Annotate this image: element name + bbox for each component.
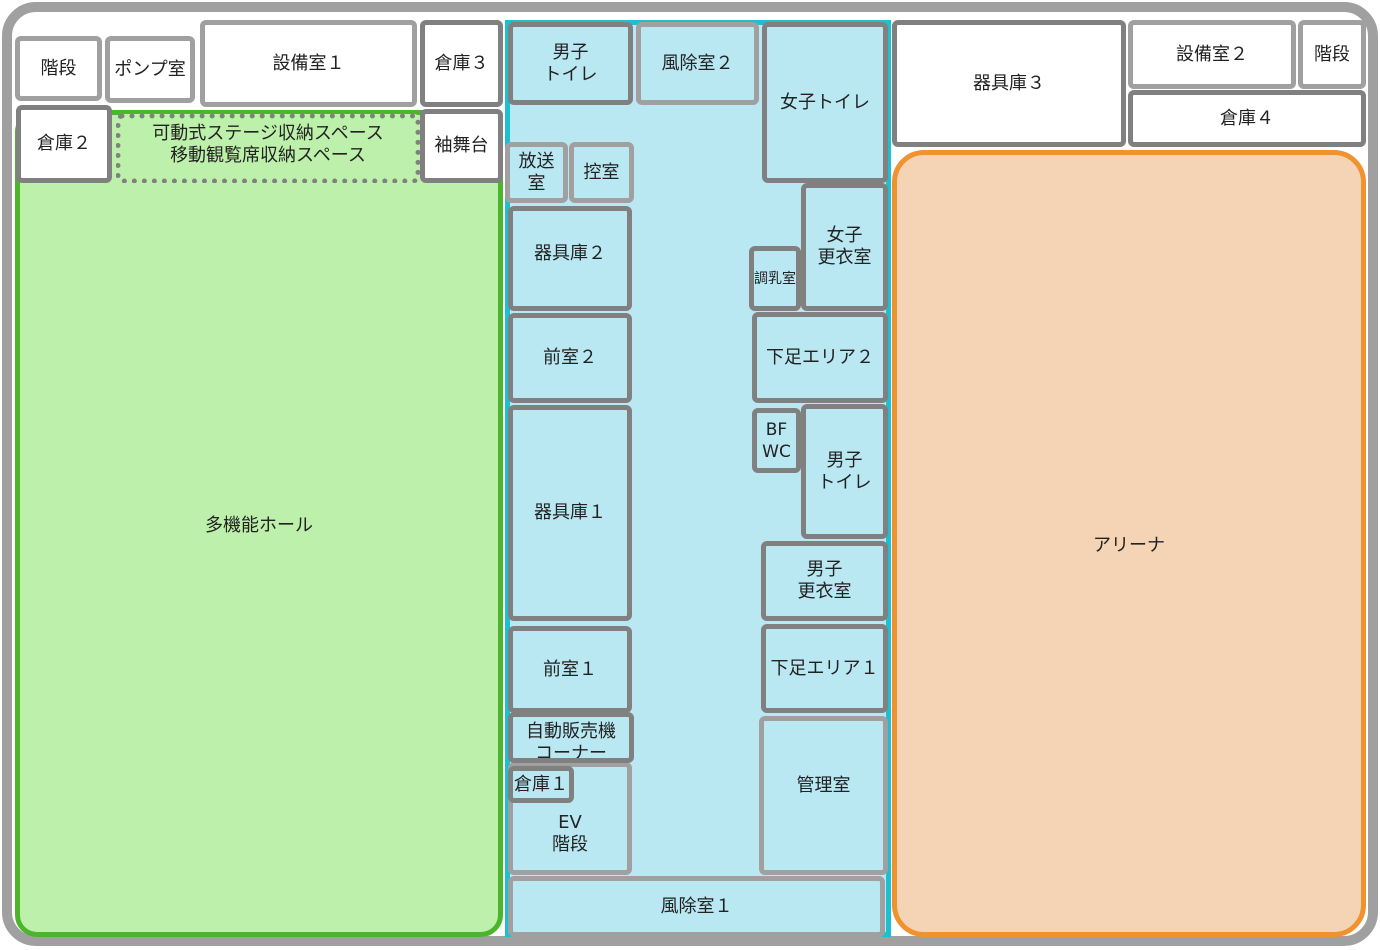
room-pump[interactable]: ポンプ室 xyxy=(105,36,195,103)
room-waiting[interactable]: 控室 xyxy=(569,142,634,203)
room-windbreak-1[interactable]: 風除室１ xyxy=(508,876,885,937)
room-label: 女子トイレ xyxy=(780,91,870,113)
room-equipment-2[interactable]: 設備室２ xyxy=(1128,20,1296,89)
room-mens-locker[interactable]: 男子 更衣室 xyxy=(761,541,888,621)
room-label: 男子 トイレ xyxy=(543,41,598,85)
room-label: 器具庫１ xyxy=(534,502,606,523)
room-label: 可動式ステージ収納スペース 移動観覧席収納スペース xyxy=(152,123,384,166)
zone-multipurpose-hall[interactable]: 多機能ホール xyxy=(15,110,503,937)
room-label: 男子 更衣室 xyxy=(797,559,852,602)
room-label: 倉庫３ xyxy=(434,52,489,74)
room-label: 倉庫２ xyxy=(37,133,91,154)
room-label: 設備室１ xyxy=(272,52,345,74)
room-label: 前室２ xyxy=(543,347,597,368)
room-vending-corner[interactable]: 自動販売機 コーナー xyxy=(508,712,634,763)
room-equipment-1[interactable]: 設備室１ xyxy=(200,20,417,107)
room-label: ポンプ室 xyxy=(114,58,186,80)
room-stairs-left[interactable]: 階段 xyxy=(15,36,102,101)
room-stairs-right[interactable]: 階段 xyxy=(1298,20,1366,89)
room-label: EV 階段 xyxy=(552,811,588,855)
room-label: 風除室２ xyxy=(661,52,734,74)
room-management-office[interactable]: 管理室 xyxy=(759,716,888,875)
room-label: 倉庫１ xyxy=(514,773,568,795)
room-label: 階段 xyxy=(1314,43,1350,65)
room-shoe-area-2[interactable]: 下足エリア２ xyxy=(752,312,888,403)
room-label: 風除室１ xyxy=(660,895,733,917)
room-anteroom-1[interactable]: 前室１ xyxy=(508,626,632,713)
room-label: 管理室 xyxy=(796,775,851,796)
room-label: 袖舞台 xyxy=(434,135,489,156)
zone-arena[interactable]: アリーナ xyxy=(892,150,1366,937)
room-label: 控室 xyxy=(583,161,620,183)
room-mens-toilet-top[interactable]: 男子 トイレ xyxy=(508,22,633,105)
room-label: 器具庫２ xyxy=(534,243,606,264)
room-label: 器具庫３ xyxy=(973,72,1045,94)
room-equipment-storage-1[interactable]: 器具庫１ xyxy=(508,405,632,621)
room-storage-3[interactable]: 倉庫３ xyxy=(420,20,503,107)
zone-label: アリーナ xyxy=(1093,534,1165,556)
room-label: 自動販売機 コーナー xyxy=(526,721,616,763)
room-shoe-area-1[interactable]: 下足エリア１ xyxy=(761,624,888,713)
room-broadcast[interactable]: 放送室 xyxy=(505,142,568,203)
room-stage-storage[interactable]: 可動式ステージ収納スペース 移動観覧席収納スペース xyxy=(116,114,420,183)
room-womens-locker[interactable]: 女子 更衣室 xyxy=(801,183,888,311)
room-storage-1[interactable]: 倉庫１ xyxy=(508,766,574,803)
room-bf-wc[interactable]: BF WC xyxy=(752,408,801,473)
room-mens-toilet[interactable]: 男子 トイレ xyxy=(801,404,888,539)
room-nursing[interactable]: 調乳室 xyxy=(749,246,801,311)
room-label: 女子 更衣室 xyxy=(817,225,872,268)
room-label: 男子 トイレ xyxy=(817,449,872,493)
room-label: 倉庫４ xyxy=(1220,107,1274,129)
room-anteroom-2[interactable]: 前室２ xyxy=(508,313,632,403)
room-label: 放送室 xyxy=(518,150,555,194)
room-equipment-storage-3[interactable]: 器具庫３ xyxy=(892,20,1126,147)
room-windbreak-2[interactable]: 風除室２ xyxy=(636,22,759,105)
room-wing-stage[interactable]: 袖舞台 xyxy=(420,109,503,183)
room-label: 前室１ xyxy=(543,658,597,680)
zone-label: 多機能ホール xyxy=(205,514,313,536)
room-equipment-storage-2[interactable]: 器具庫２ xyxy=(508,206,632,311)
room-storage-2[interactable]: 倉庫２ xyxy=(16,105,112,183)
room-label: 階段 xyxy=(40,57,77,79)
room-storage-4[interactable]: 倉庫４ xyxy=(1128,90,1366,147)
room-label: 下足エリア１ xyxy=(770,657,879,679)
room-label: 下足エリア２ xyxy=(766,346,874,368)
room-label: 調乳室 xyxy=(754,270,796,287)
room-womens-toilet[interactable]: 女子トイレ xyxy=(762,22,888,183)
room-label: 設備室２ xyxy=(1176,43,1248,65)
room-label: BF WC xyxy=(762,419,791,462)
